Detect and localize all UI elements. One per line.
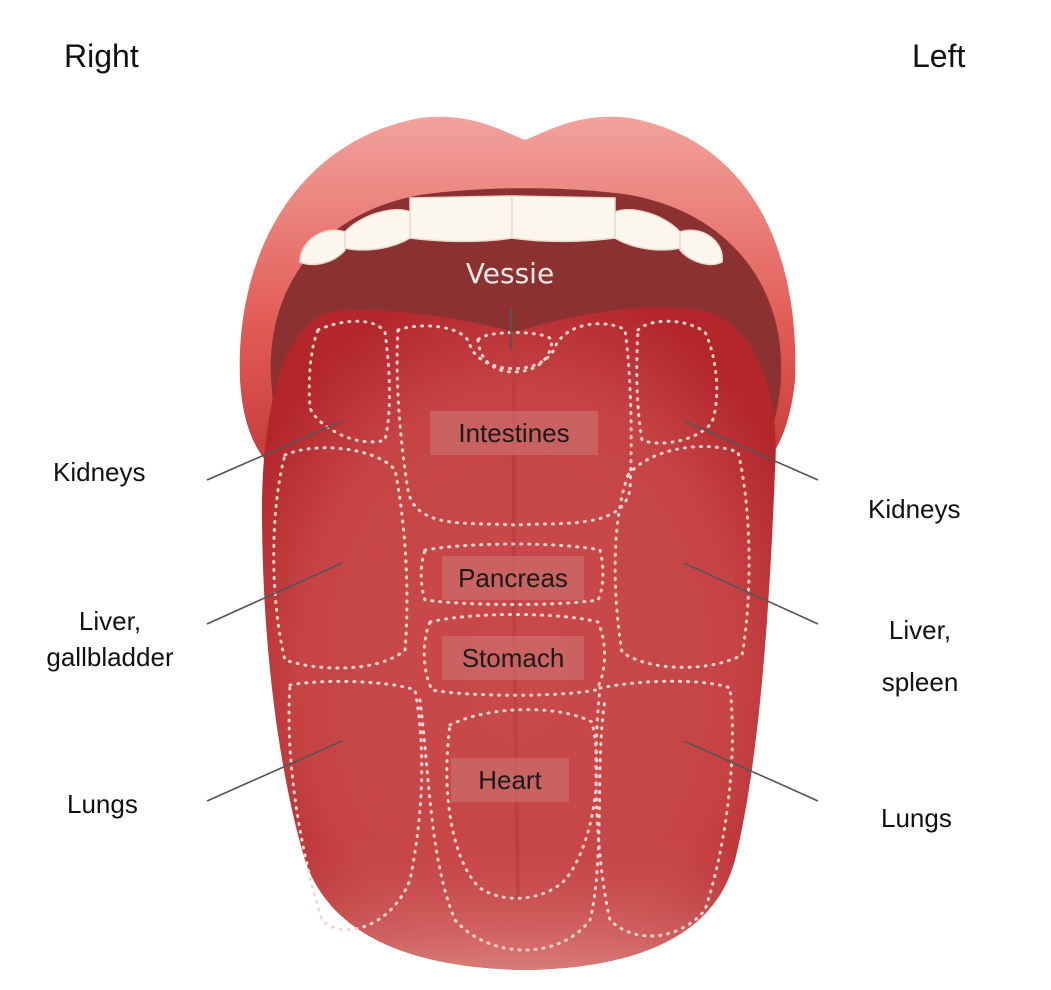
- label-kidneys-left: Kidneys: [868, 494, 961, 524]
- zone-label-pancreas: Pancreas: [442, 556, 584, 600]
- zone-label-vessie: Vessie: [465, 257, 555, 290]
- label-liver-right-line2: gallbladder: [46, 642, 174, 672]
- label-lungs-left: Lungs: [881, 803, 952, 833]
- label-liver-left-line2: spleen: [881, 667, 959, 697]
- label-liver-right-line1: Liver,: [78, 606, 142, 636]
- label-lungs-right: Lungs: [67, 789, 138, 819]
- zone-label-stomach: Stomach: [442, 636, 584, 680]
- zone-label-intestines: Intestines: [430, 411, 598, 455]
- upper-teeth: [299, 195, 723, 266]
- side-label-left: Left: [912, 38, 966, 74]
- leader-lines: [206, 308, 819, 802]
- label-liver-left-line1: Liver,: [888, 615, 952, 645]
- side-label-right: Right: [64, 38, 139, 74]
- zone-outlines: [272, 319, 751, 952]
- zone-label-heart: Heart: [451, 758, 569, 802]
- label-kidneys-right: Kidneys: [53, 457, 146, 487]
